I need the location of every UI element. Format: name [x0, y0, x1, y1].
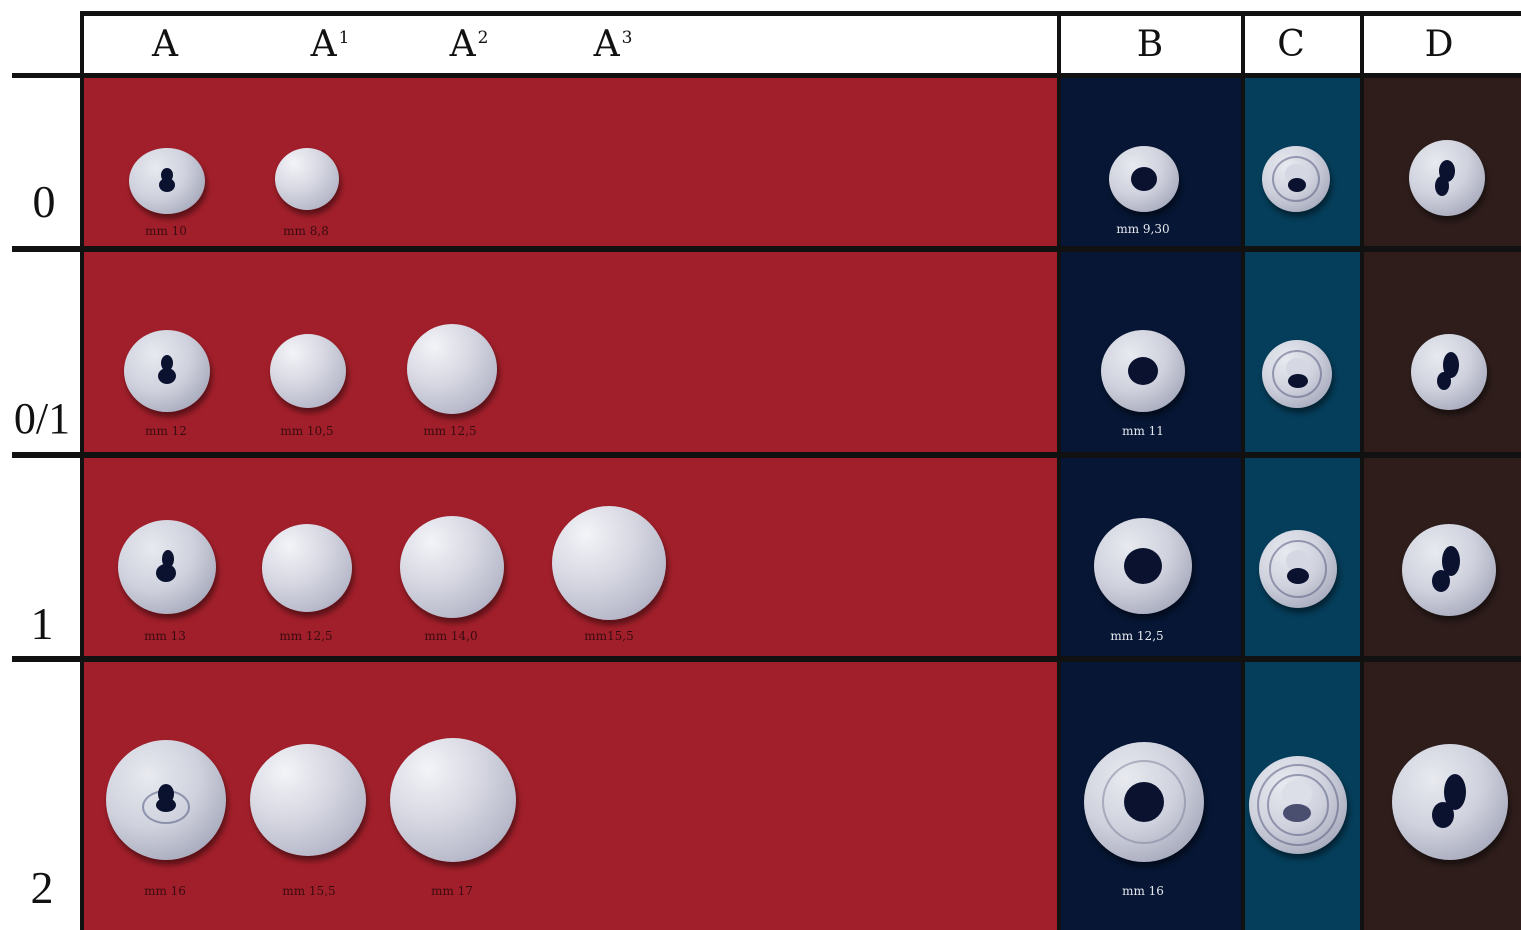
top-border [82, 11, 1521, 16]
stud-c-row-2 [1249, 756, 1347, 854]
cap-a2-row-01 [407, 324, 497, 414]
row-divider-3 [12, 656, 1521, 662]
size-a2-row-2: mm 17 [431, 884, 473, 898]
row-divider-2 [12, 452, 1521, 458]
label-column-border [80, 11, 84, 930]
size-b-row-0: mm 9,30 [1116, 222, 1170, 236]
socket-b-row-2 [1084, 742, 1204, 862]
cap-a2-row-2 [390, 738, 516, 862]
stud-c-row-01 [1262, 340, 1332, 408]
size-a-row-0: mm 10 [145, 224, 187, 238]
row-label-0: 0 [32, 176, 56, 227]
cap-a1-row-1 [262, 524, 352, 612]
column-divider-b [1057, 11, 1061, 930]
size-a-row-01: mm 12 [145, 424, 187, 438]
cap-a2-row-1 [400, 516, 504, 618]
size-b-row-1: mm 12,5 [1110, 629, 1164, 643]
size-a1-row-01: mm 10,5 [280, 424, 334, 438]
cap-a1-row-2 [250, 744, 366, 856]
size-a1-row-0: mm 8,8 [283, 224, 329, 238]
socket-b-row-0 [1109, 146, 1179, 212]
size-a1-row-2: mm 15,5 [282, 884, 336, 898]
column-divider-c [1241, 11, 1245, 930]
socket-b-row-01 [1101, 330, 1185, 412]
cap-a1-row-01 [270, 334, 346, 408]
size-b-row-2: mm 16 [1122, 884, 1164, 898]
cap-a1-row-0 [275, 148, 339, 210]
header-bottom-border [12, 73, 1521, 78]
red-band-row-2 [84, 662, 1058, 930]
post-d-row-01 [1411, 334, 1487, 410]
column-divider-d [1360, 11, 1364, 930]
post-d-row-2 [1392, 744, 1508, 860]
row-label-0-1: 0/1 [13, 394, 71, 443]
socket-b-row-1 [1094, 518, 1192, 614]
button-a-row-2 [106, 740, 226, 860]
header-c: C [1277, 23, 1305, 65]
button-a-row-0 [129, 148, 205, 214]
size-b-row-01: mm 11 [1122, 424, 1164, 438]
size-a1-row-1: mm 12,5 [279, 629, 333, 643]
red-band-row-0 [84, 78, 1058, 246]
row-label-2: 2 [30, 862, 54, 913]
header-a: A [152, 23, 178, 65]
cap-a3-row-1 [552, 506, 666, 620]
header-d: D [1424, 23, 1454, 65]
red-band-row-01 [84, 252, 1058, 452]
stud-c-row-1 [1259, 530, 1337, 608]
row-label-1: 1 [30, 598, 54, 649]
size-a2-row-1: mm 14,0 [424, 629, 478, 643]
button-a-row-1 [118, 520, 216, 614]
size-a-row-2: mm 16 [144, 884, 186, 898]
header-b: B [1136, 23, 1164, 65]
button-a-row-01 [124, 330, 210, 412]
size-a3-row-1: mm15,5 [584, 629, 634, 643]
post-d-row-1 [1402, 524, 1496, 616]
size-a-row-1: mm 13 [144, 629, 186, 643]
size-a2-row-01: mm 12,5 [423, 424, 477, 438]
stud-c-row-0 [1262, 146, 1330, 212]
post-d-row-0 [1409, 140, 1485, 216]
row-divider-1 [12, 246, 1521, 252]
